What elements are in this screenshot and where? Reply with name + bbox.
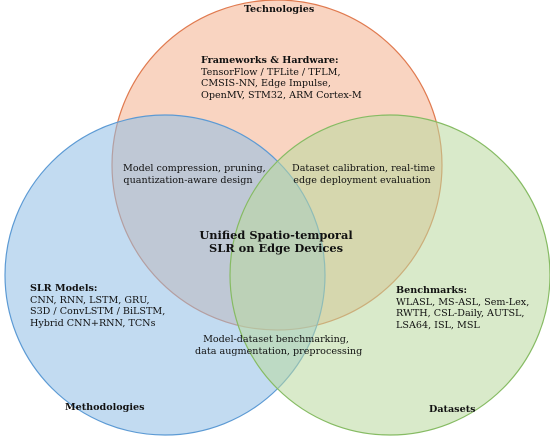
technologies-region-text: Frameworks & Hardware: TensorFlow / TFLi… xyxy=(201,55,362,101)
methodologies-line-2: S3D / ConvLSTM / BiLSTM, xyxy=(30,306,166,318)
tech-method-overlap-text: Model compression, pruning, quantization… xyxy=(123,163,266,186)
center-region-text: Unified Spatio-temporal SLR on Edge Devi… xyxy=(190,228,362,256)
method-data-line-1: Model-dataset benchmarking, xyxy=(203,334,349,345)
datasets-region-text: Benchmarks: WLASL, MS-ASL, Sem-Lex, RWTH… xyxy=(396,285,529,331)
datasets-label: Datasets xyxy=(429,404,476,415)
tech-data-line-2: edge deployment evaluation xyxy=(293,174,431,186)
tech-method-line-2: quantization-aware design xyxy=(123,174,253,186)
tech-data-line-1: Dataset calibration, real-time xyxy=(292,163,436,174)
method-data-line-2: data augmentation, preprocessing xyxy=(195,345,363,357)
technologies-line-2: CMSIS-NN, Edge Impulse, xyxy=(201,78,331,90)
method-data-overlap-text: Model-dataset benchmarking, data augment… xyxy=(195,334,363,357)
technologies-line-3: OpenMV, STM32, ARM Cortex-M xyxy=(201,89,362,101)
methodologies-region-text: SLR Models: CNN, RNN, LSTM, GRU, S3D / C… xyxy=(30,283,165,329)
tech-data-overlap-text: Dataset calibration, real-time edge depl… xyxy=(292,163,436,186)
datasets-line-2: RWTH, CSL-Daily, AUTSL, xyxy=(396,308,525,320)
methodologies-line-1: CNN, RNN, LSTM, GRU, xyxy=(30,294,150,306)
benchmarks-heading: Benchmarks: xyxy=(396,285,468,296)
center-line-2: SLR on Edge Devices xyxy=(208,241,343,256)
technologies-label: Technologies xyxy=(244,4,315,15)
center-line-1: Unified Spatio-temporal xyxy=(199,228,353,242)
methodologies-label: Methodologies xyxy=(65,402,145,413)
tech-method-line-1: Model compression, pruning, xyxy=(123,163,266,174)
datasets-circle xyxy=(229,114,550,436)
frameworks-hardware-heading: Frameworks & Hardware: xyxy=(201,55,339,66)
datasets-line-3: LSA64, ISL, MSL xyxy=(396,319,480,331)
technologies-line-1: TensorFlow / TFLite / TFLM, xyxy=(201,66,341,78)
datasets-line-1: WLASL, MS-ASL, Sem-Lex, xyxy=(396,296,530,308)
slr-models-heading: SLR Models: xyxy=(30,283,98,294)
methodologies-line-3: Hybrid CNN+RNN, TCNs xyxy=(30,317,156,329)
